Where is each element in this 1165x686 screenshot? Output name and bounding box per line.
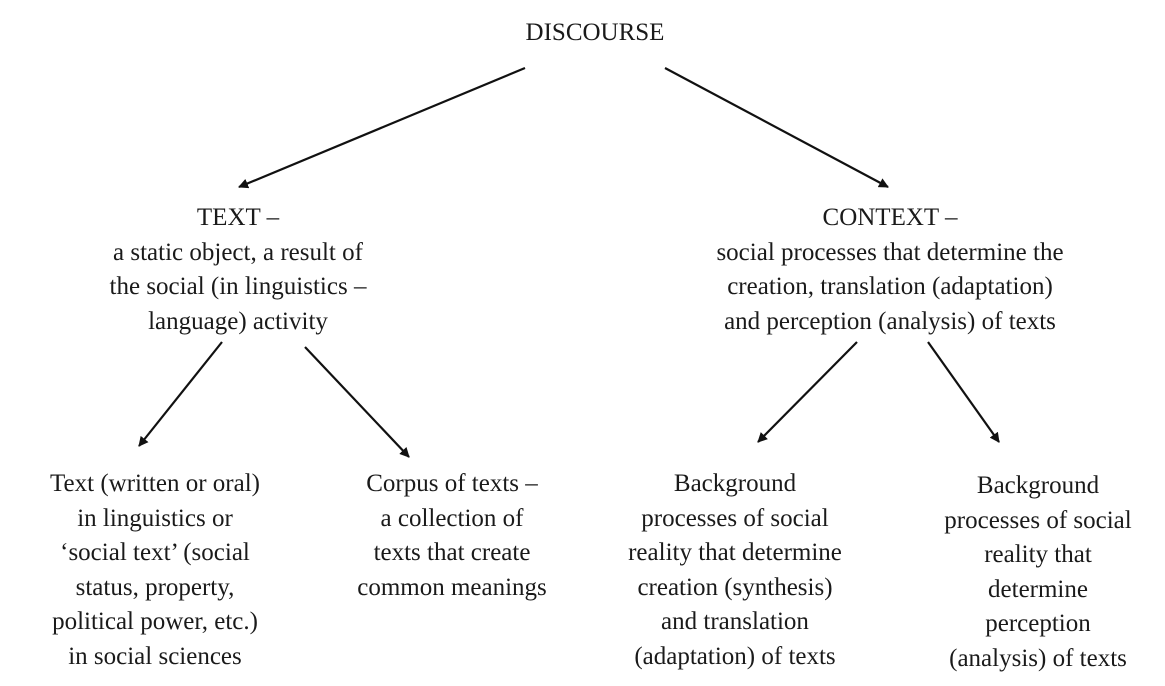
leaf-line: reality that determine xyxy=(628,539,842,566)
text-node: TEXT – a static object, a result of the … xyxy=(110,201,367,339)
leaf-line: common meanings xyxy=(357,573,547,601)
leaf-line: creation (synthesis) xyxy=(637,573,833,601)
context-node-title: CONTEXT – xyxy=(822,204,958,231)
leaf-line: ‘social text’ (social xyxy=(60,539,250,566)
leaf-line: determine xyxy=(988,575,1088,603)
text-node-line: language) activity xyxy=(148,307,328,335)
context-node-line: social processes that determine the xyxy=(716,238,1064,266)
leaf-line: and translation xyxy=(661,608,809,635)
arrow-context-to-leaf-3 xyxy=(757,341,858,443)
leaf-line: Text (written or oral) xyxy=(50,470,260,497)
leaf-line: Corpus of texts – xyxy=(366,470,538,497)
leaf-social-text: Text (written or oral) in linguistics or… xyxy=(50,467,260,674)
leaf-line: processes of social xyxy=(641,504,829,532)
context-node-line: and perception (analysis) of texts xyxy=(724,307,1056,335)
leaf-line: processes of social xyxy=(944,506,1132,534)
leaf-line: a collection of xyxy=(380,504,524,532)
leaf-line: in linguistics or xyxy=(77,504,233,532)
leaf-corpus: Corpus of texts – a collection of texts … xyxy=(357,467,547,605)
leaf-creation-translation: Background processes of social reality t… xyxy=(628,467,842,674)
leaf-line: reality that xyxy=(984,541,1092,568)
leaf-line: (adaptation) of texts xyxy=(634,642,836,670)
leaf-line: (analysis) of texts xyxy=(949,644,1127,672)
context-node: CONTEXT – social processes that determin… xyxy=(716,201,1063,339)
leaf-line: Background xyxy=(673,470,797,497)
text-node-line: a static object, a result of xyxy=(113,238,363,266)
discourse-node: DISCOURSE xyxy=(526,16,665,51)
leaf-line: political power, etc.) xyxy=(52,608,258,635)
text-node-line: the social (in linguistics – xyxy=(109,273,367,300)
arrow-discourse-to-context xyxy=(664,67,889,188)
discourse-label: DISCOURSE xyxy=(525,19,665,46)
text-node-title: TEXT – xyxy=(196,204,280,231)
leaf-line: texts that create xyxy=(373,539,531,566)
arrow-context-to-leaf-4 xyxy=(927,341,1000,443)
arrow-text-to-leaf-1 xyxy=(138,341,223,447)
context-node-line: creation, translation (adaptation) xyxy=(727,273,1053,300)
leaf-line: in social sciences xyxy=(68,642,242,670)
arrow-text-to-leaf-2 xyxy=(304,346,410,458)
arrow-discourse-to-text xyxy=(238,66,526,189)
leaf-line: perception xyxy=(985,610,1091,637)
leaf-line: status, property, xyxy=(75,573,235,601)
leaf-line: Background xyxy=(976,472,1100,499)
leaf-perception: Background processes of social reality t… xyxy=(944,469,1131,676)
